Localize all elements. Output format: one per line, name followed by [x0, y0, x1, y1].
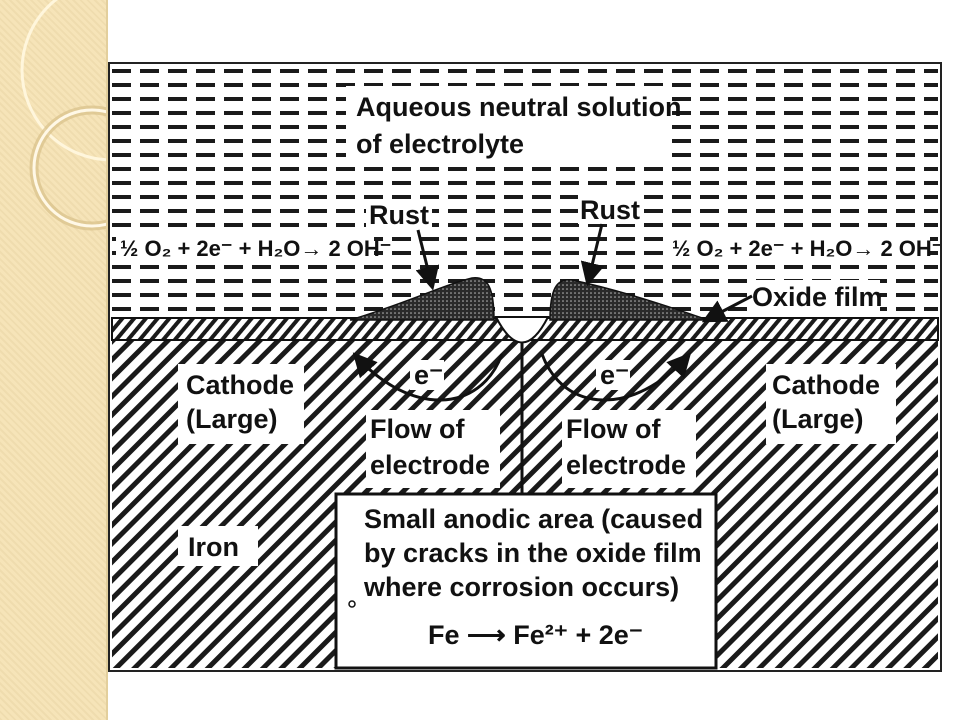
rust-left-label: Rust [369, 200, 429, 230]
equation-left-box [116, 230, 374, 264]
equation-right: ½ O₂ + 2e⁻ + H₂O→ 2 OH⁻ [672, 236, 940, 261]
cathode-right-line1: Cathode [772, 370, 880, 400]
equation-right-box [668, 230, 930, 264]
cathode-right-box [766, 364, 896, 444]
electrolyte-label-line1: Aqueous neutral solution [356, 92, 682, 122]
electron-right-box [596, 360, 630, 390]
electron-left-box [410, 360, 444, 390]
ring-large [20, 0, 204, 162]
rust-right-arrow [580, 223, 605, 287]
electron-flow-arc-right [540, 352, 692, 402]
equation-left: ½ O₂ + 2e⁻ + H₂O→ 2 OH⁻ [120, 236, 391, 261]
ring-medium [29, 105, 155, 231]
flow-right-box [562, 410, 696, 488]
corrosion-diagram: Aqueous neutral solution of electrolyte … [111, 66, 940, 670]
anodic-text-line3: where corrosion occurs) [363, 572, 679, 602]
rust-left-label-box [366, 199, 432, 229]
electron-right-symbol: e⁻ [600, 360, 629, 390]
anodic-text-line2: by cracks in the oxide film [364, 538, 702, 568]
rust-right-label: Rust [580, 195, 640, 225]
stray-dot-mark [348, 600, 356, 608]
cathode-right-line2: (Large) [772, 404, 864, 434]
iron-label-box [178, 526, 258, 566]
electrolyte-label-line2: of electrolyte [356, 129, 524, 159]
anodic-text-line1: Small anodic area (caused [364, 504, 703, 534]
iron-label: Iron [188, 532, 239, 562]
flow-right-line1: Flow of [566, 414, 661, 444]
oxide-film-crack [494, 316, 550, 344]
oxide-film-label: Oxide film [752, 282, 883, 312]
anodic-equation: Fe ⟶ Fe²⁺ + 2e⁻ [428, 620, 643, 650]
anodic-area-box [334, 492, 718, 670]
electron-left-symbol: e⁻ [414, 360, 443, 390]
rust-right-label-box [578, 194, 642, 224]
decorative-rings [20, 0, 204, 231]
flow-left-line1: Flow of [370, 414, 465, 444]
electrolyte-label-box [346, 86, 672, 166]
oxide-film-label-box [750, 280, 880, 312]
diagram-frame: Aqueous neutral solution of electrolyte … [108, 62, 942, 672]
rust-mound-left [349, 277, 495, 321]
electron-flow-arc-left [352, 352, 504, 402]
oxide-film-arrow [701, 294, 753, 323]
flow-right-line2: electrode [566, 450, 686, 480]
rust-left-arrow [415, 229, 439, 291]
flow-left-box [366, 410, 500, 488]
cathode-left-line2: (Large) [186, 404, 278, 434]
cathode-left-line1: Cathode [186, 370, 294, 400]
cathode-left-box [178, 364, 304, 444]
flow-left-line2: electrode [370, 450, 490, 480]
slide-sidebar-decoration [0, 0, 204, 720]
